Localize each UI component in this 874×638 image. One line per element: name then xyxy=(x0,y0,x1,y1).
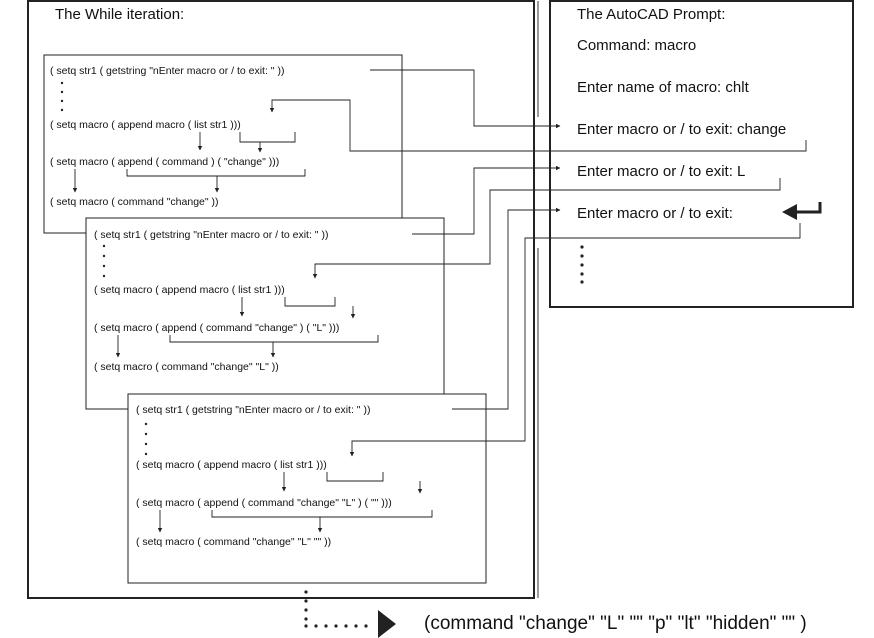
iteration-2-dots xyxy=(102,244,106,278)
iteration-2-flow-lines xyxy=(115,297,379,358)
iteration-1-append-list-line: ( setq macro ( append macro ( list str1 … xyxy=(50,119,241,131)
prompt-line-l: Enter macro or / to exit: L xyxy=(577,163,745,180)
iteration-1-append-command-line: ( setq macro ( append ( command ) ( "cha… xyxy=(50,156,279,168)
iteration-1-flow-lines xyxy=(72,132,306,193)
prompt-line-exit: Enter macro or / to exit: xyxy=(577,205,733,222)
iteration-3-result-line: ( setq macro ( command "change" "L" "" )… xyxy=(136,536,331,548)
iteration-1-getstring-line: ( setq str1 ( getstring "nEnter macro or… xyxy=(50,65,284,77)
iteration-1-dots xyxy=(60,81,64,112)
final-macro-result: (command "change" "L" "" "p" "lt" "hidde… xyxy=(424,613,807,634)
iteration-3-dots xyxy=(144,422,148,456)
autocad-prompt-title: The AutoCAD Prompt: xyxy=(577,6,725,23)
iteration-box-3 xyxy=(127,393,487,584)
iteration-2-getstring-line: ( setq str1 ( getstring "nEnter macro or… xyxy=(94,229,328,241)
continuation-dots xyxy=(304,590,368,628)
iteration-2-append-list-line: ( setq macro ( append macro ( list str1 … xyxy=(94,284,285,296)
result-arrowhead-icon xyxy=(378,610,396,638)
prompt-connector-lines xyxy=(269,1,807,598)
iteration-3-getstring-line: ( setq str1 ( getstring "nEnter macro or… xyxy=(136,404,370,416)
prompt-line-command: Command: macro xyxy=(577,37,696,54)
autocad-prompt-panel xyxy=(549,0,854,308)
enter-key-icon xyxy=(782,202,822,220)
while-iteration-panel xyxy=(27,0,535,599)
prompt-ellipsis-dots xyxy=(580,245,584,284)
while-iteration-title: The While iteration: xyxy=(55,6,184,23)
iteration-2-result-line: ( setq macro ( command "change" "L" )) xyxy=(94,361,279,373)
iteration-3-append-list-line: ( setq macro ( append macro ( list str1 … xyxy=(136,459,327,471)
iteration-1-result-line: ( setq macro ( command "change" )) xyxy=(50,196,219,208)
iteration-2-append-command-line: ( setq macro ( append ( command "change"… xyxy=(94,322,339,334)
iteration-box-1 xyxy=(43,54,403,234)
prompt-line-change: Enter macro or / to exit: change xyxy=(577,121,786,138)
iteration-box-2 xyxy=(85,217,445,410)
prompt-line-macro-name: Enter name of macro: chlt xyxy=(577,79,750,96)
iteration-3-flow-lines xyxy=(157,472,433,533)
iteration-3-append-command-line: ( setq macro ( append ( command "change"… xyxy=(136,497,392,509)
